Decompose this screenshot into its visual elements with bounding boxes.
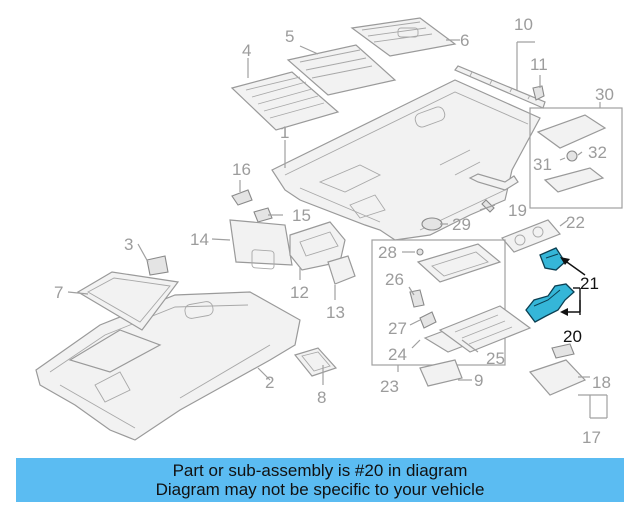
callout-17: 17 bbox=[582, 428, 601, 447]
leader-lines bbox=[67, 39, 608, 419]
callout-4: 4 bbox=[242, 41, 251, 60]
headliner-lower bbox=[35, 291, 301, 441]
callout-24: 24 bbox=[388, 345, 407, 364]
panel-5 bbox=[286, 44, 397, 96]
callout-23: 23 bbox=[380, 377, 399, 396]
clips-15-16 bbox=[231, 189, 273, 223]
callout-21: 21 bbox=[580, 274, 599, 293]
callout-9: 9 bbox=[474, 371, 483, 390]
parts-diagram: 1 2 3 4 5 6 7 8 9 10 11 12 13 14 15 16 1… bbox=[35, 15, 623, 447]
part-8 bbox=[293, 347, 338, 377]
callout-15: 15 bbox=[292, 206, 311, 225]
callout-6: 6 bbox=[460, 31, 469, 50]
callout-14: 14 bbox=[190, 230, 209, 249]
callout-11: 11 bbox=[530, 55, 548, 74]
banner-line-2: Diagram may not be specific to your vehi… bbox=[155, 480, 485, 499]
callout-20: 20 bbox=[563, 327, 582, 346]
callout-3: 3 bbox=[124, 235, 133, 254]
part-21-bracket bbox=[539, 247, 566, 271]
lamp-18 bbox=[528, 343, 587, 396]
callout-2: 2 bbox=[265, 373, 274, 392]
callout-32: 32 bbox=[588, 143, 607, 162]
sunvisor-14 bbox=[229, 219, 293, 270]
callout-labels: 1 2 3 4 5 6 7 8 9 10 11 12 13 14 15 16 1… bbox=[54, 15, 614, 447]
banner-line-1: Part or sub-assembly is #20 in diagram bbox=[172, 461, 468, 480]
callout-8: 8 bbox=[317, 388, 326, 407]
callout-22: 22 bbox=[566, 213, 585, 232]
callout-29: 29 bbox=[452, 215, 471, 234]
callout-31: 31 bbox=[533, 155, 552, 174]
part-13 bbox=[327, 255, 356, 285]
info-banner: Part or sub-assembly is #20 in diagram D… bbox=[16, 458, 624, 502]
callout-5: 5 bbox=[285, 27, 294, 46]
clip-3 bbox=[146, 255, 169, 276]
callout-30: 30 bbox=[595, 85, 614, 104]
box-30 bbox=[529, 107, 623, 209]
panel-4 bbox=[230, 71, 340, 131]
part-20-bracket bbox=[525, 283, 575, 323]
handle-19 bbox=[468, 173, 519, 213]
callout-18: 18 bbox=[592, 373, 611, 392]
callout-27: 27 bbox=[388, 319, 407, 338]
hook-11 bbox=[532, 85, 545, 101]
callout-26: 26 bbox=[385, 270, 404, 289]
callout-16: 16 bbox=[232, 160, 251, 179]
callout-28: 28 bbox=[378, 243, 397, 262]
callout-19: 19 bbox=[508, 201, 527, 220]
rail-10 bbox=[454, 65, 546, 109]
part-29 bbox=[421, 217, 443, 231]
part-22 bbox=[500, 219, 562, 253]
highlight-leaders bbox=[560, 257, 586, 316]
callout-7: 7 bbox=[54, 283, 63, 302]
callout-1: 1 bbox=[280, 123, 289, 142]
panel-6 bbox=[350, 17, 457, 57]
callout-12: 12 bbox=[290, 283, 309, 302]
frame-7 bbox=[76, 271, 180, 331]
callout-10: 10 bbox=[514, 15, 533, 34]
callout-13: 13 bbox=[326, 303, 345, 322]
lamp-9 bbox=[419, 359, 463, 387]
callout-25: 25 bbox=[486, 349, 505, 368]
